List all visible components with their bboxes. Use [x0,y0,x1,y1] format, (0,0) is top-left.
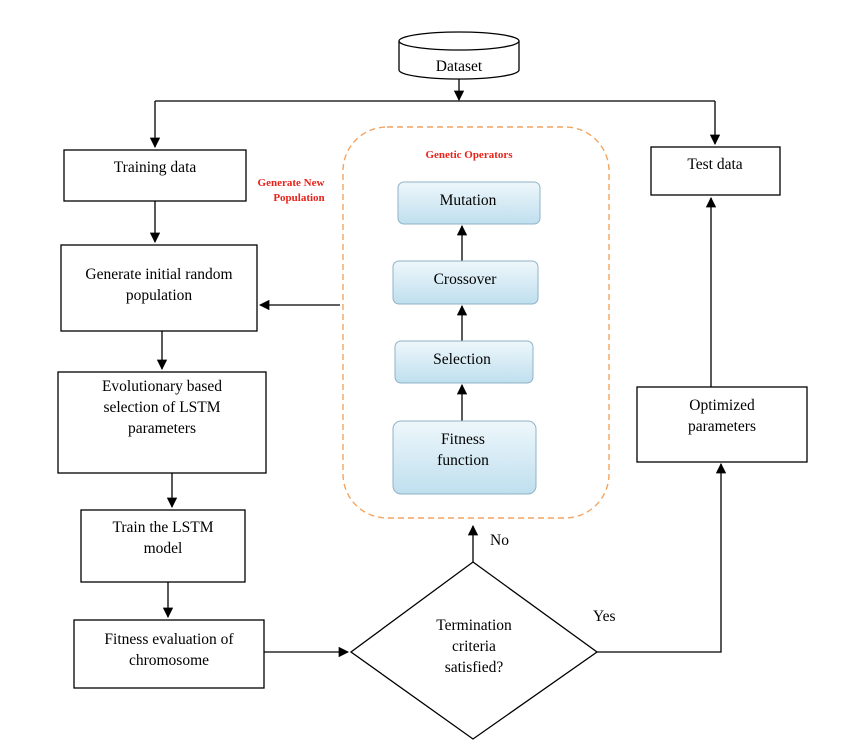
no-label: No [490,532,509,549]
training-data-label: Training data [114,159,197,176]
generate-new-population-line1: Generate New [258,177,325,189]
evolutionary-selection-box [57,371,267,474]
generate-initial-line2: population [126,287,193,304]
fitness-function-line2: function [437,452,489,469]
mutation-box [397,181,541,225]
yes-label: Yes [593,608,616,625]
evolutionary-line3: parameters [128,420,196,437]
train-lstm-line2: model [144,540,183,557]
fitness-function-line1: Fitness [441,431,485,448]
termination-diamond [349,561,599,740]
test-data-label: Test data [687,156,742,173]
selection-label: Selection [433,351,491,368]
optimized-line1: Optimized [689,397,755,414]
fitness-eval-line2: chromosome [129,652,209,669]
fitness-eval-line1: Fitness evaluation of [104,631,234,648]
fitness-function-box [392,420,537,495]
crossover-label: Crossover [434,271,498,288]
generate-new-population-line2: Population [273,192,324,204]
selection-box [394,340,534,384]
fitness-evaluation-box [73,619,265,689]
crossover-box [392,260,539,305]
evolutionary-line1: Evolutionary based [102,378,222,395]
optimized-line2: parameters [688,418,756,435]
arrow-yes [597,462,727,653]
training-data-box [63,149,247,202]
termination-line2: criteria [452,638,496,655]
genetic-operators-title: Genetic Operators [425,149,513,161]
termination-line1: Termination [436,617,512,634]
termination-line3: satisfied? [445,659,504,676]
generate-initial-line1: Generate initial random [85,266,232,283]
mutation-label: Mutation [440,192,497,209]
train-lstm-box [80,509,246,583]
generate-initial-population-box [60,244,258,332]
test-data-box [650,146,781,196]
optimized-parameters-box [636,386,808,463]
dataset-label: Dataset [436,58,483,75]
evolutionary-line2: selection of LSTM [103,399,220,416]
train-lstm-line1: Train the LSTM [112,519,213,536]
dataset-node: Dataset [398,31,520,80]
